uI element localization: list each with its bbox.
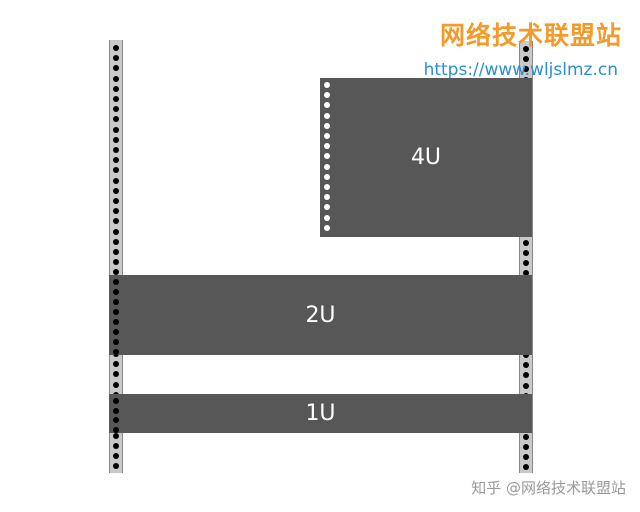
device-2u-mount-holes	[109, 275, 123, 355]
mount-hole	[113, 167, 119, 174]
device-4u-label: 4U	[410, 145, 442, 170]
device-4u-mount-holes	[320, 78, 334, 237]
mount-hole	[113, 463, 119, 470]
mount-hole	[113, 136, 119, 143]
mount-hole	[113, 259, 119, 266]
mount-hole	[324, 82, 330, 88]
mount-hole	[113, 398, 119, 404]
mount-hole	[113, 289, 119, 295]
device-4u: 4U	[320, 78, 532, 237]
watermark-title: 网络技术联盟站	[439, 21, 622, 50]
mount-hole	[324, 102, 330, 109]
mount-hole	[523, 362, 529, 369]
mount-hole	[113, 381, 119, 388]
device-1u-label: 1U	[305, 401, 336, 426]
mount-hole	[113, 65, 119, 72]
mount-hole	[523, 352, 529, 358]
mount-hole	[113, 55, 119, 62]
mount-hole	[523, 66, 529, 73]
mount-hole	[113, 349, 119, 355]
mount-hole	[523, 464, 529, 471]
device-2u-label: 2U	[305, 302, 336, 328]
mount-hole	[523, 56, 529, 63]
mount-hole	[113, 228, 119, 235]
mount-hole	[523, 382, 529, 389]
mount-hole	[523, 454, 529, 460]
mount-hole	[324, 204, 330, 211]
mount-hole	[324, 184, 330, 190]
mount-hole	[113, 407, 119, 414]
mount-hole	[324, 122, 330, 129]
mount-hole	[113, 371, 119, 378]
mount-hole	[324, 194, 330, 201]
mount-hole	[113, 249, 119, 255]
mount-hole	[324, 224, 330, 231]
mount-hole	[113, 442, 119, 449]
mount-hole	[523, 260, 529, 267]
mount-hole	[113, 453, 119, 459]
mount-hole	[113, 177, 119, 184]
mount-hole	[113, 147, 119, 153]
mount-hole	[113, 187, 119, 194]
mount-hole	[113, 208, 119, 215]
mount-hole	[113, 75, 119, 82]
mount-hole	[113, 361, 119, 368]
mount-hole	[113, 329, 119, 335]
mount-hole	[324, 92, 330, 99]
mount-hole	[324, 153, 330, 160]
mount-hole	[113, 432, 119, 439]
mount-hole	[113, 319, 119, 325]
mount-hole	[523, 433, 529, 440]
device-1u: 1U	[109, 394, 532, 433]
mount-hole	[324, 133, 330, 139]
mount-hole	[113, 45, 119, 51]
mount-hole	[523, 46, 529, 52]
mount-hole	[113, 238, 119, 245]
mount-hole	[113, 218, 119, 225]
mount-hole	[113, 85, 119, 92]
mount-hole	[113, 106, 119, 113]
mount-hole	[113, 269, 119, 276]
device-1u-mount-holes	[109, 394, 123, 433]
mount-hole	[523, 443, 529, 450]
mount-hole	[324, 163, 330, 170]
mount-hole	[113, 96, 119, 102]
mount-hole	[113, 417, 119, 423]
mount-hole	[113, 339, 119, 345]
mount-hole	[113, 198, 119, 204]
mount-hole	[113, 279, 119, 285]
mount-hole	[523, 270, 529, 277]
watermark-url: https://www.wljslmz.cn	[423, 60, 618, 80]
mount-hole	[324, 214, 330, 221]
mount-hole	[324, 143, 330, 150]
mount-hole	[523, 250, 529, 256]
mount-hole	[324, 112, 330, 119]
mount-hole	[113, 126, 119, 133]
mount-hole	[113, 157, 119, 164]
mount-hole	[113, 426, 119, 433]
mount-hole	[113, 116, 119, 123]
mount-hole	[523, 372, 529, 379]
device-2u: 2U	[109, 275, 532, 355]
mount-hole	[113, 299, 119, 305]
mount-hole	[324, 173, 330, 180]
mount-hole	[523, 239, 529, 246]
mount-hole	[113, 309, 119, 315]
watermark-bottom: 知乎 @网络技术联盟站	[471, 479, 626, 497]
